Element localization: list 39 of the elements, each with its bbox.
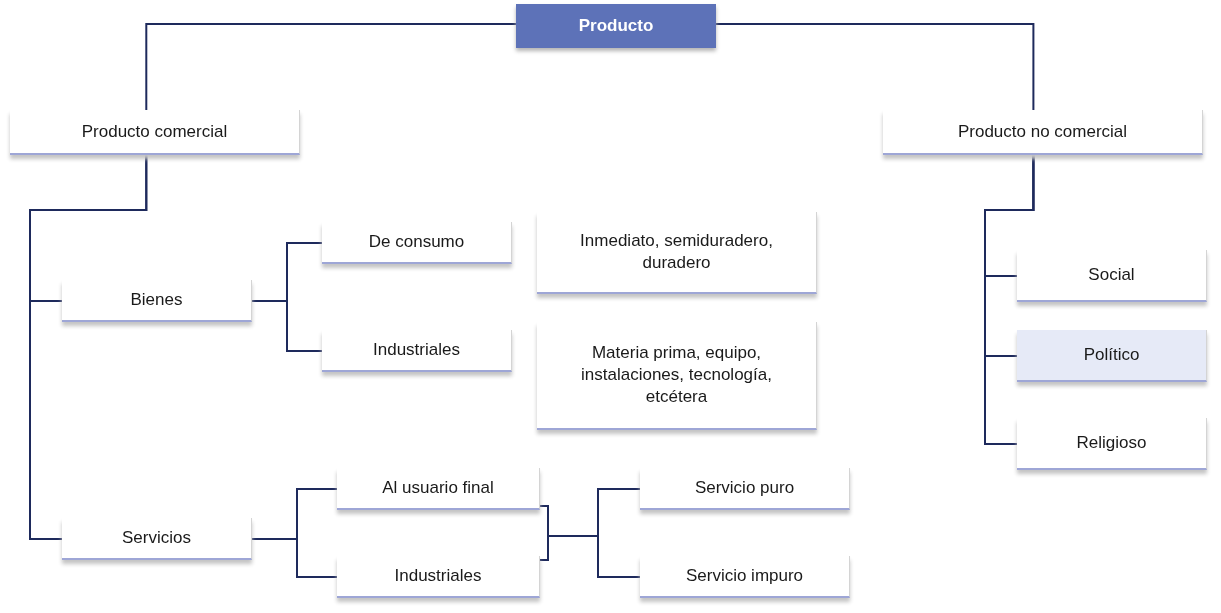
category-box: [62, 280, 252, 322]
node-label: Producto no comercial: [957, 120, 1128, 143]
category-box: [322, 222, 512, 264]
node-label: Producto comercial: [81, 120, 228, 143]
node-label: De consumo: [368, 231, 465, 253]
node-label: Industriales: [394, 565, 482, 587]
node-label: Político: [1083, 344, 1140, 366]
category-box: [537, 212, 817, 294]
category-box: [537, 322, 817, 430]
category-box: [1017, 250, 1207, 302]
node-label: Servicios: [122, 527, 191, 549]
category-box: [337, 556, 540, 598]
node-label: Servicio impuro: [685, 565, 804, 587]
connector-line: [29, 154, 148, 540]
connector-line: [145, 23, 517, 111]
node-label: Producto: [578, 15, 654, 37]
category-box: [1017, 418, 1207, 470]
category-box: [10, 110, 300, 155]
node-label: Religioso: [1076, 432, 1147, 454]
category-box: [337, 468, 540, 510]
connector-line: [715, 23, 1035, 111]
node-label: Bienes: [130, 289, 183, 311]
node-label: Inmediato, semiduradero, duradero: [579, 230, 774, 274]
node-label: Al usuario final: [382, 477, 494, 499]
node-label: Materia prima, equipo, instalaciones, tecnología, etcétera: [580, 342, 773, 408]
category-box: [1017, 330, 1207, 382]
connector-line: [984, 154, 1035, 445]
category-box: [62, 518, 252, 560]
node-label: Industriales: [373, 339, 460, 361]
category-box: [640, 556, 850, 598]
category-box: [322, 330, 512, 372]
category-box: [883, 110, 1203, 155]
node-label: Servicio puro: [694, 477, 795, 499]
connector-line: [539, 535, 641, 578]
connector-line: [251, 538, 338, 578]
node-label: Social: [1088, 264, 1135, 286]
category-box: [640, 468, 850, 510]
connector-line: [251, 300, 323, 352]
title-box: [516, 4, 716, 48]
